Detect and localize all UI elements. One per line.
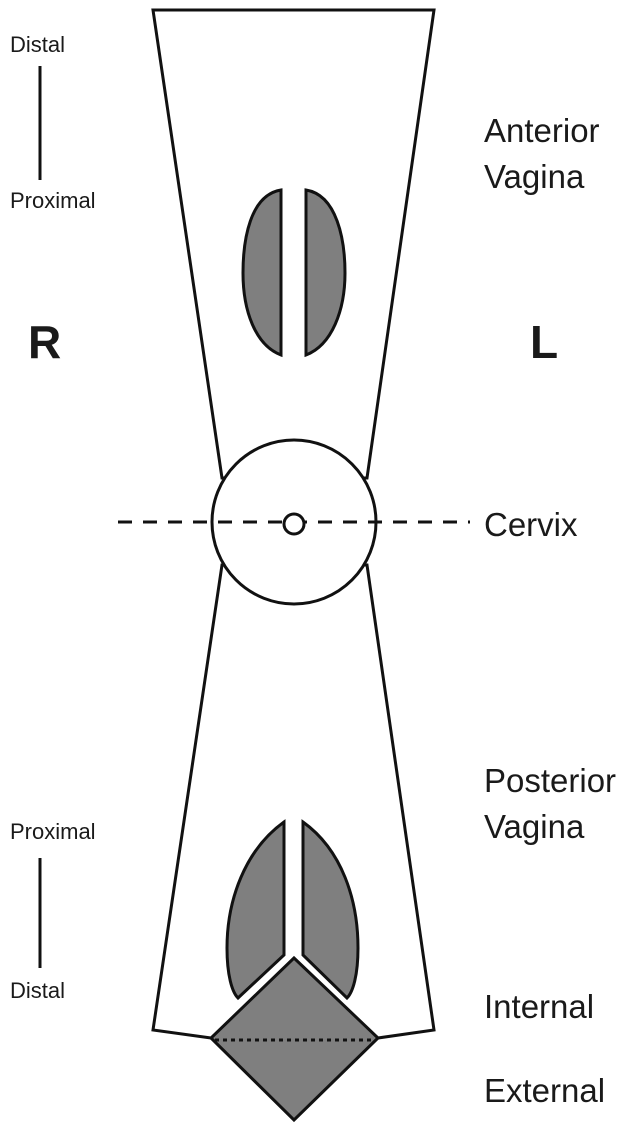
internal-label: Internal xyxy=(484,988,594,1025)
orientation-bottom-proximal: Proximal xyxy=(10,819,96,844)
external-label: External xyxy=(484,1072,605,1109)
anterior-label-line1: Anterior xyxy=(484,112,600,149)
posterior-label-line1: Posterior xyxy=(484,762,616,799)
posterior-label-line2: Vagina xyxy=(484,808,585,845)
cervical-os xyxy=(284,514,304,534)
orientation-bottom-distal: Distal xyxy=(10,978,65,1003)
anterior-vagina-outline xyxy=(153,10,434,478)
orientation-top-proximal: Proximal xyxy=(10,188,96,213)
side-right-marker: R xyxy=(28,316,61,368)
side-left-marker: L xyxy=(530,316,558,368)
anterior-label-line2: Vagina xyxy=(484,158,585,195)
cervix-label: Cervix xyxy=(484,506,578,543)
orientation-top-distal: Distal xyxy=(10,32,65,57)
